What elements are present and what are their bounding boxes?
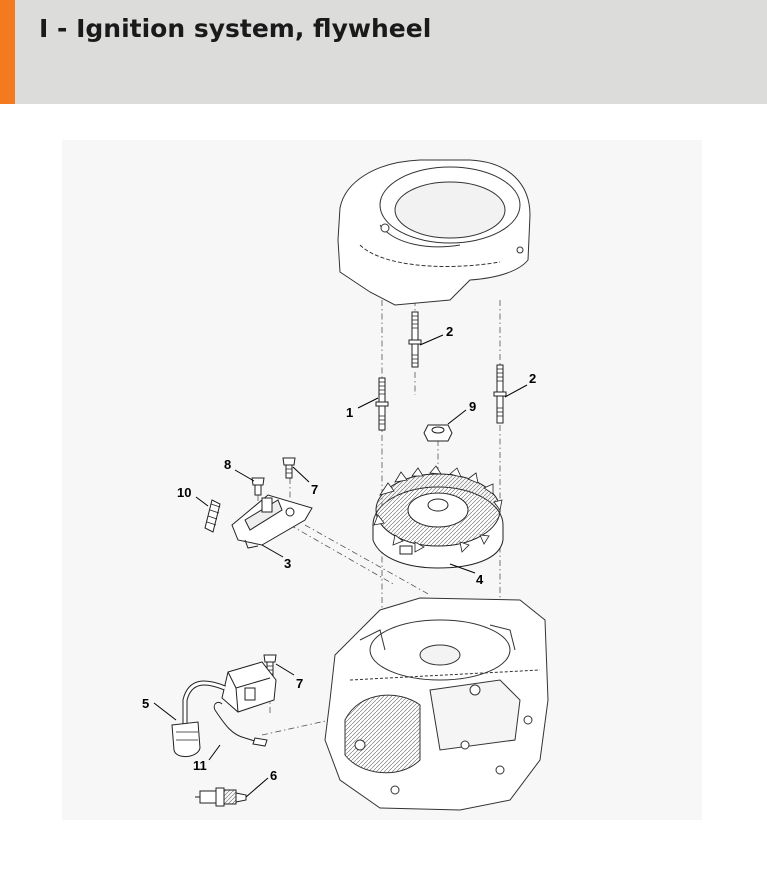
flywheel-nut [423,424,453,442]
callout-2-right: 2 [529,371,536,386]
ignition-coil [171,661,277,757]
spark-plug [195,787,247,807]
callout-9: 9 [469,399,476,414]
page-title: I - Ignition system, flywheel [39,14,432,43]
callout-1: 1 [346,405,353,420]
bracket-plate [231,494,313,549]
callout-11: 11 [193,758,207,773]
fan-housing [337,159,531,306]
callout-4: 4 [476,572,484,587]
parts-diagram: 1 2 2 3 4 5 6 7 7 8 9 10 11 [0,104,767,879]
stud-center [408,311,422,368]
callout-10: 10 [177,485,191,500]
leader-lines [153,334,528,798]
callout-3: 3 [284,556,291,571]
callout-6: 6 [270,768,277,783]
flywheel [372,465,504,569]
stud-right [493,364,507,424]
spring [204,499,221,533]
screw-8 [251,477,265,496]
page-header [0,0,767,104]
header-accent-bar [0,0,15,104]
callout-5: 5 [142,696,149,711]
callout-labels: 1 2 2 3 4 5 6 7 7 8 9 10 11 [142,324,536,783]
ground-wire [213,701,268,747]
stud-left [375,377,389,431]
callout-8: 8 [224,457,231,472]
callout-7-upper: 7 [311,482,318,497]
screw-7-upper [282,457,296,479]
callout-7-lower: 7 [296,676,303,691]
callout-2-center: 2 [446,324,453,339]
engine-block [324,597,549,811]
